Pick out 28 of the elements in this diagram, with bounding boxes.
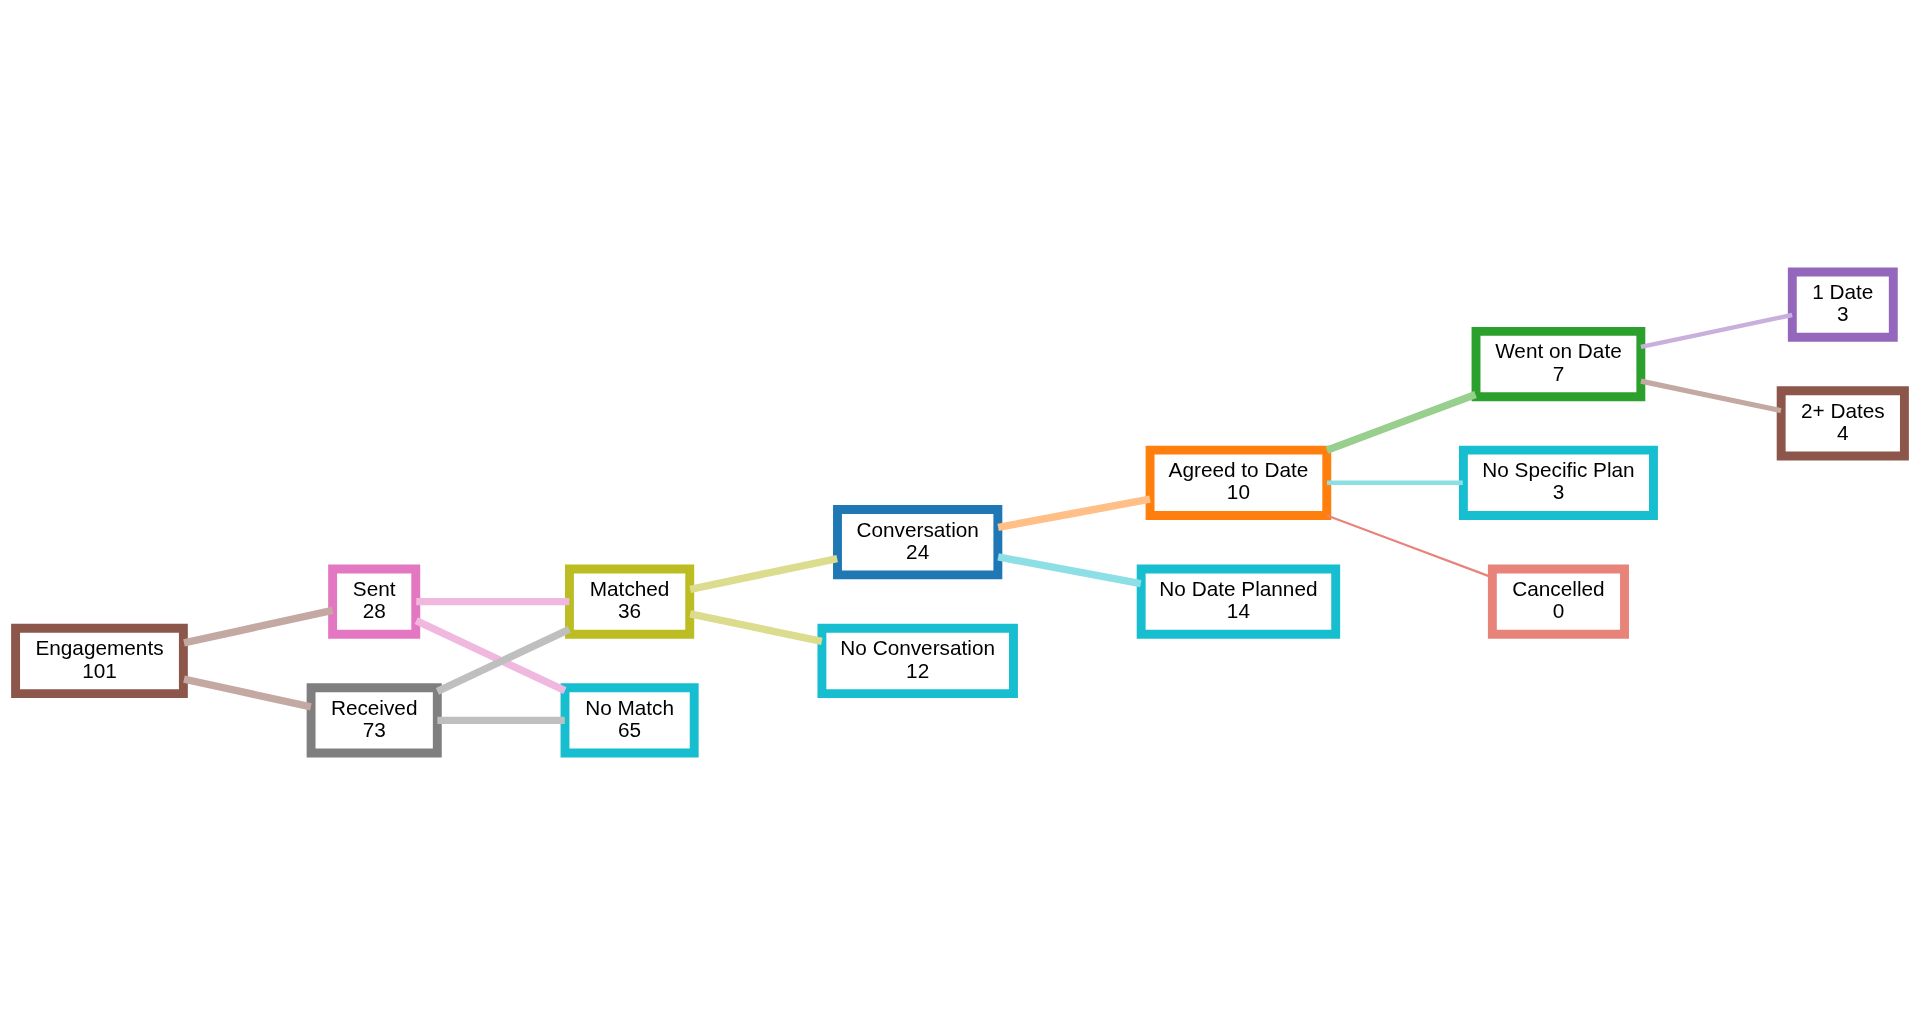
connector bbox=[997, 494, 1151, 531]
node-box: No Specific Plan 3 bbox=[1458, 445, 1658, 520]
connector bbox=[1640, 312, 1793, 349]
connector bbox=[689, 554, 838, 593]
node-box: Engagements 101 bbox=[11, 623, 188, 698]
node-box: 2+ Dates 4 bbox=[1776, 385, 1909, 461]
node-box: Went on Date 7 bbox=[1471, 326, 1646, 401]
node-box: No Match 65 bbox=[560, 682, 699, 757]
connector bbox=[437, 716, 565, 724]
node-box: Conversation 24 bbox=[833, 504, 1003, 579]
node-box: Agreed to Date 10 bbox=[1145, 445, 1332, 520]
node-box: Received 73 bbox=[306, 682, 442, 757]
node-box: 1 Date 3 bbox=[1787, 267, 1898, 342]
node-box: Cancelled 0 bbox=[1487, 563, 1629, 639]
connector bbox=[435, 625, 571, 695]
connector bbox=[416, 597, 570, 605]
connector bbox=[414, 616, 567, 694]
node-box: Matched 36 bbox=[565, 563, 695, 639]
connector bbox=[997, 552, 1142, 587]
node-box: No Date Planned 14 bbox=[1136, 563, 1341, 639]
node-box: Sent 28 bbox=[328, 563, 421, 639]
connector bbox=[183, 675, 312, 710]
connector bbox=[1325, 390, 1477, 454]
node-box: No Conversation 12 bbox=[817, 623, 1018, 698]
connector bbox=[1326, 480, 1463, 485]
connector bbox=[183, 606, 334, 646]
connector bbox=[1640, 378, 1782, 413]
connector bbox=[689, 609, 823, 645]
